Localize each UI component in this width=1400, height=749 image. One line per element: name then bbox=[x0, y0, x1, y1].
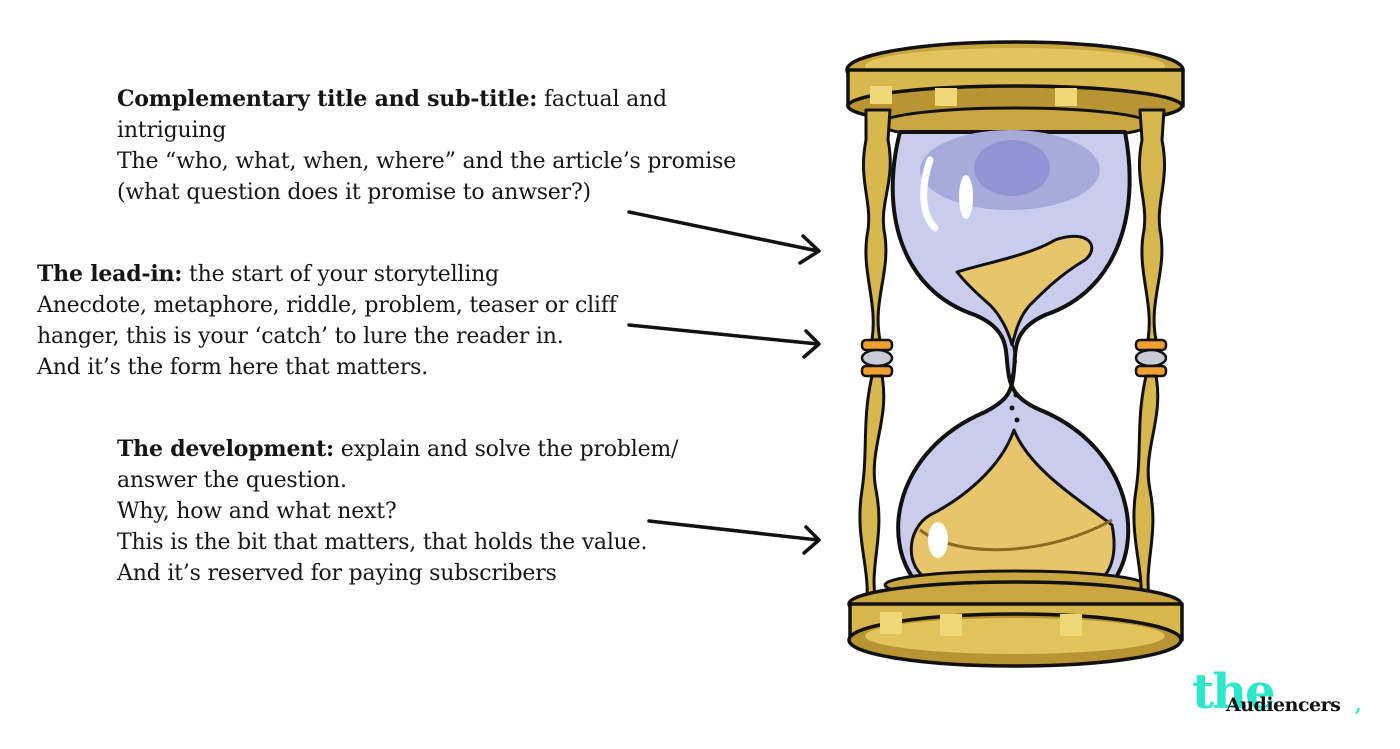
title-subtitle-line4: (what question does it promise to anwser… bbox=[117, 180, 591, 205]
logo-comma: , bbox=[1355, 694, 1362, 716]
arrow-development bbox=[647, 519, 821, 555]
title-subtitle-annotation: Complementary title and sub-title: factu… bbox=[117, 84, 736, 208]
development-line4: This is the bit that matters, that holds… bbox=[117, 530, 648, 555]
lead-in-annotation: The lead-in: the start of your storytell… bbox=[37, 259, 617, 383]
hourglass-right-pillar bbox=[1132, 108, 1168, 612]
development-annotation: The development: explain and solve the p… bbox=[117, 434, 678, 589]
development-heading: The development: bbox=[117, 436, 334, 462]
hourglass-illustration bbox=[845, 40, 1185, 668]
hourglass-left-pillar bbox=[858, 108, 894, 612]
arrow-lead-in bbox=[627, 323, 821, 359]
development-line2: answer the question. bbox=[117, 468, 347, 493]
development-line5: And it’s reserved for paying subscribers bbox=[117, 561, 557, 586]
development-line1: explain and solve the problem/ bbox=[333, 437, 679, 462]
logo-the: the bbox=[1192, 664, 1276, 720]
hourglass-upper-sand bbox=[955, 234, 1094, 347]
the-audiencers-logo: the Audiencers , bbox=[1192, 664, 1382, 728]
title-subtitle-heading: Complementary title and sub-title: bbox=[117, 86, 538, 112]
title-subtitle-line3: The “who, what, when, where” and the art… bbox=[117, 149, 737, 174]
logo-audiencers: Audiencers bbox=[1226, 694, 1341, 716]
title-subtitle-line2: intriguing bbox=[117, 118, 227, 143]
lead-in-line1: the start of your storytelling bbox=[182, 262, 499, 287]
development-line3: Why, how and what next? bbox=[117, 499, 397, 524]
lead-in-line4: And it’s the form here that matters. bbox=[37, 355, 429, 380]
arrow-title bbox=[627, 210, 821, 265]
lead-in-heading: The lead-in: bbox=[37, 261, 183, 287]
lead-in-line3: hanger, this is your ‘catch’ to lure the… bbox=[37, 324, 564, 349]
lead-in-line2: Anecdote, metaphore, riddle, problem, te… bbox=[37, 293, 617, 318]
title-subtitle-line1: factual and bbox=[537, 87, 667, 112]
